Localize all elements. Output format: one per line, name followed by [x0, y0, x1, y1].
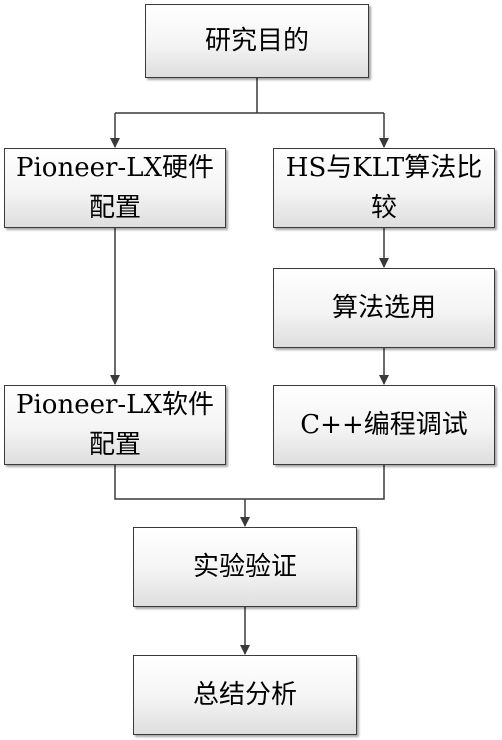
- node-hardware-config-label: Pioneer-LX硬件配置: [16, 153, 214, 223]
- node-hardware-config: Pioneer-LX硬件配置: [4, 148, 226, 228]
- node-research-goal: 研究目的: [145, 4, 369, 78]
- node-algorithm-selection-label: 算法选用: [331, 293, 436, 323]
- node-algorithm-comparison-label: HS与KLT算法比较: [285, 153, 483, 223]
- node-experiment-verification: 实验验证: [133, 527, 357, 607]
- node-cpp-debugging: C++编程调试: [273, 385, 495, 465]
- connector-merge: [114, 465, 385, 500]
- node-algorithm-comparison: HS与KLT算法比较: [273, 148, 495, 228]
- node-experiment-verification-label: 实验验证: [192, 552, 297, 582]
- node-software-config: Pioneer-LX软件配置: [4, 385, 226, 465]
- node-research-goal-label: 研究目的: [204, 26, 309, 56]
- node-algorithm-selection: 算法选用: [273, 268, 495, 348]
- node-summary-analysis-label: 总结分析: [192, 680, 297, 710]
- node-summary-analysis: 总结分析: [133, 655, 357, 735]
- node-software-config-label: Pioneer-LX软件配置: [16, 390, 214, 460]
- node-cpp-debugging-label: C++编程调试: [300, 410, 468, 440]
- connector-goal-split: [115, 78, 384, 114]
